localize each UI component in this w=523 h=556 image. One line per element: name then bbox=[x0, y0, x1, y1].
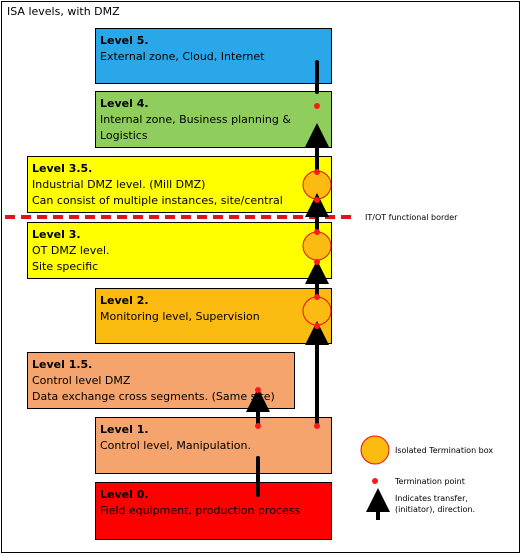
level-5-desc: External zone, Cloud, Internet bbox=[100, 50, 265, 63]
level-3-box: Level 3. OT DMZ level. Site specific bbox=[27, 222, 332, 279]
level-3-5-box: Level 3.5. Industrial DMZ level. (Mill D… bbox=[27, 156, 332, 213]
level-1-box: Level 1. Control level, Manipulation. bbox=[95, 417, 332, 474]
level-0-name: Level 0. bbox=[100, 488, 149, 501]
level-5-name: Level 5. bbox=[100, 34, 149, 47]
level-3-5-desc-2: Can consist of multiple instances, site/… bbox=[32, 194, 283, 207]
level-1-5-desc-2: Data exchange cross segments. (Same site… bbox=[32, 390, 275, 403]
legend-point-label: Termination point bbox=[395, 477, 465, 486]
legend-arrow-line-2: (initiator), direction. bbox=[395, 505, 476, 514]
level-4-desc: Internal zone, Business planning & Logis… bbox=[100, 113, 291, 142]
level-1-5-name: Level 1.5. bbox=[32, 358, 93, 371]
level-3-5-name: Level 3.5. bbox=[32, 162, 93, 175]
diagram-title: ISA levels, with DMZ bbox=[7, 5, 120, 18]
level-3-5-desc-1: Industrial DMZ level. (Mill DMZ) bbox=[32, 178, 206, 191]
level-4-box: Level 4. Internal zone, Business plannin… bbox=[95, 91, 332, 148]
level-0-desc: Field equipment, production process bbox=[100, 504, 301, 517]
level-1-desc: Control level, Manipulation. bbox=[100, 439, 251, 452]
level-1-name: Level 1. bbox=[100, 423, 149, 436]
level-3-desc-1: OT DMZ level. bbox=[32, 244, 110, 257]
legend-arrow-line-1: Indicates transfer, bbox=[395, 494, 468, 503]
legend-box-label: Isolated Termination box bbox=[395, 446, 494, 455]
level-2-box: Level 2. Monitoring level, Supervision bbox=[95, 288, 332, 344]
level-0-box: Level 0. Field equipment, production pro… bbox=[95, 482, 332, 540]
it-ot-border-label: IT/OT functional border bbox=[365, 213, 458, 222]
legend-arrow-label: Indicates transfer, (initiator), directi… bbox=[395, 493, 475, 515]
level-3-name: Level 3. bbox=[32, 228, 81, 241]
level-1-5-desc-1: Control level DMZ bbox=[32, 374, 131, 387]
level-5-box: Level 5. External zone, Cloud, Internet bbox=[95, 28, 332, 84]
level-2-desc: Monitoring level, Supervision bbox=[100, 310, 260, 323]
level-2-name: Level 2. bbox=[100, 294, 149, 307]
level-1-5-box: Level 1.5. Control level DMZ Data exchan… bbox=[27, 352, 295, 409]
level-3-desc-2: Site specific bbox=[32, 260, 99, 273]
level-4-name: Level 4. bbox=[100, 97, 149, 110]
